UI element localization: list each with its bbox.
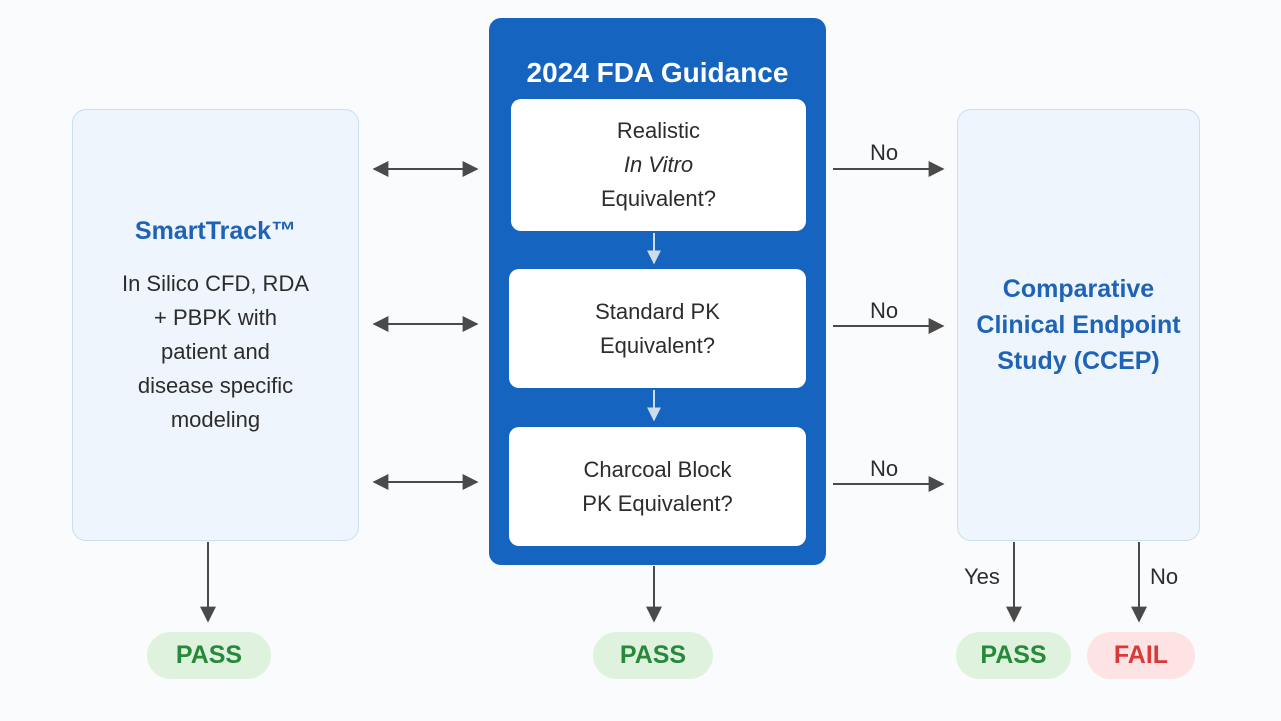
step-text-line: Equivalent? — [600, 332, 715, 358]
no-label-1: No — [870, 140, 899, 165]
step-standard-pk-equivalent: Standard PK Equivalent? — [509, 269, 806, 388]
step-text-line: Standard PK — [595, 298, 720, 324]
step-charcoal-block-pk-equivalent: Charcoal Block PK Equivalent? — [509, 427, 806, 546]
fda-guidance-title: 2024 FDA Guidance — [526, 57, 789, 88]
no-label-3: No — [870, 456, 899, 481]
step-text-line: Charcoal Block — [583, 456, 732, 482]
smarttrack-description-line: modeling — [170, 407, 261, 432]
ccep-title-line: Clinical Endpoint — [976, 311, 1181, 339]
smarttrack-description-line: In Silico CFD, RDA — [121, 271, 310, 296]
ccep-title-line: Comparative — [1002, 275, 1155, 303]
yes-label: Yes — [964, 564, 1000, 589]
no-label-2: No — [870, 298, 899, 323]
smarttrack-panel: SmartTrack™ In Silico CFD, RDA + PBPK wi… — [72, 109, 359, 541]
no-label-bottom: No — [1150, 564, 1179, 589]
step-text-line: PK Equivalent? — [582, 490, 733, 516]
fail-badge-ccep: FAIL — [1087, 632, 1195, 679]
ccep-title: Comparative Clinical Endpoint Study (CCE… — [969, 271, 1189, 379]
step-in-vitro-equivalent: Realistic In Vitro Equivalent? — [511, 99, 806, 231]
ccep-panel: Comparative Clinical Endpoint Study (CCE… — [957, 109, 1200, 541]
smarttrack-description: In Silico CFD, RDA + PBPK with patient a… — [122, 267, 309, 437]
ccep-title-line: Study (CCEP) — [997, 347, 1160, 375]
pass-badge-fda: PASS — [593, 632, 713, 679]
smarttrack-description-line: patient and — [161, 339, 270, 364]
smarttrack-title: SmartTrack™ — [134, 217, 297, 245]
pass-badge-smarttrack: PASS — [147, 632, 271, 679]
smarttrack-description-line: disease specific — [137, 373, 294, 398]
smarttrack-description-line: + PBPK with — [154, 305, 277, 330]
step-text-line: Equivalent? — [601, 186, 716, 211]
step-text-line: In Vitro — [623, 152, 694, 177]
step-text-line: Realistic — [616, 118, 701, 143]
pass-badge-ccep: PASS — [956, 632, 1071, 679]
